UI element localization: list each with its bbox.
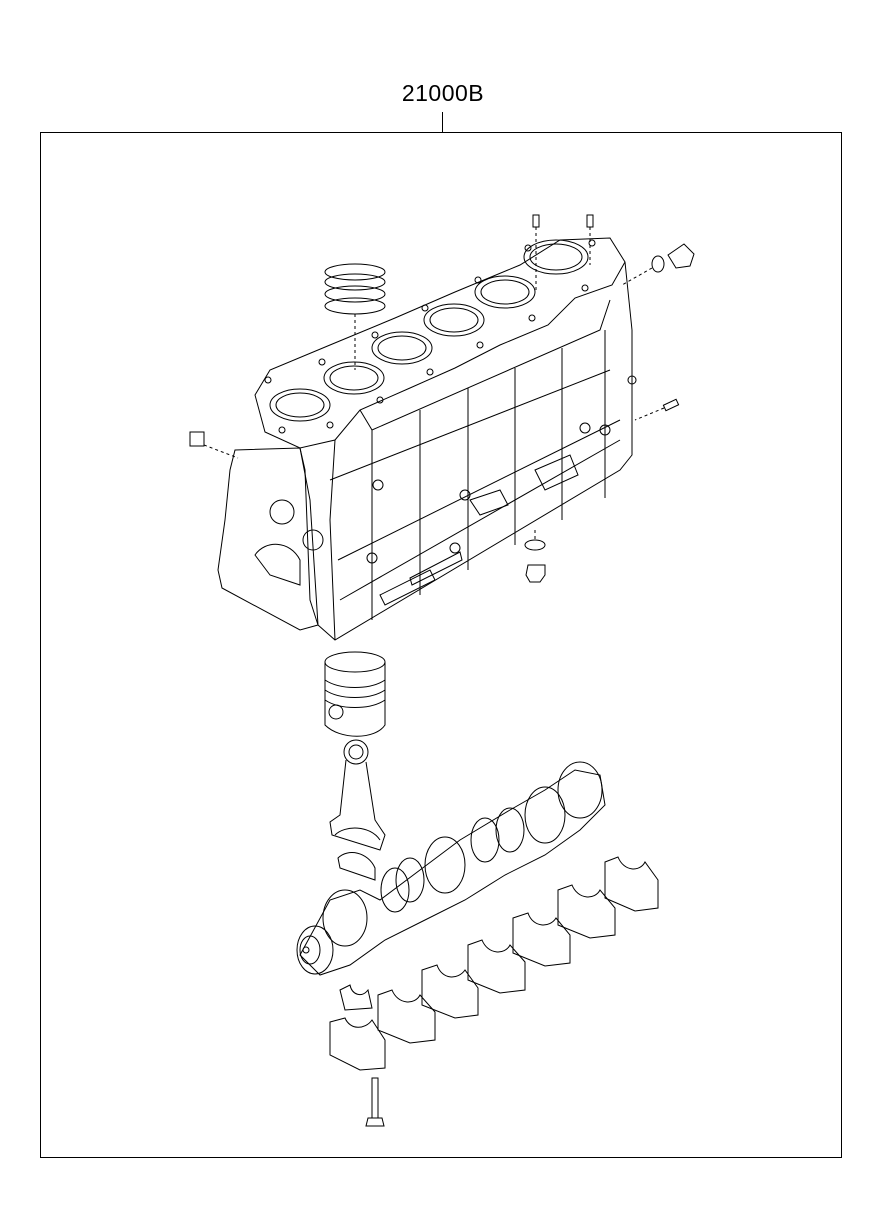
bearing-cap-3 bbox=[422, 965, 478, 1018]
bearing-cap-5 bbox=[513, 913, 570, 966]
block-bolt-and-washer bbox=[525, 530, 545, 582]
bearing-cap-7 bbox=[605, 857, 658, 911]
piston bbox=[325, 652, 385, 736]
dowel-pins bbox=[533, 215, 593, 290]
cylinder-block bbox=[218, 238, 636, 640]
crankshaft bbox=[297, 762, 605, 975]
bearing-cap-1 bbox=[330, 985, 385, 1070]
main-cap-bolt bbox=[366, 1078, 384, 1126]
drain-plug-bolt bbox=[622, 244, 694, 285]
connecting-rod bbox=[330, 740, 385, 880]
callout-leader-line bbox=[442, 112, 443, 132]
bearing-cap-4 bbox=[468, 940, 525, 993]
bearing-cap-6 bbox=[558, 885, 615, 938]
main-bearing-caps bbox=[330, 857, 658, 1070]
bearing-cap-2 bbox=[378, 990, 435, 1043]
expansion-plug bbox=[190, 432, 238, 458]
oil-jet-pin bbox=[635, 399, 679, 420]
assembly-frame bbox=[40, 132, 842, 1158]
piston-rings bbox=[325, 264, 385, 370]
assembly-part-number: 21000B bbox=[401, 80, 485, 106]
